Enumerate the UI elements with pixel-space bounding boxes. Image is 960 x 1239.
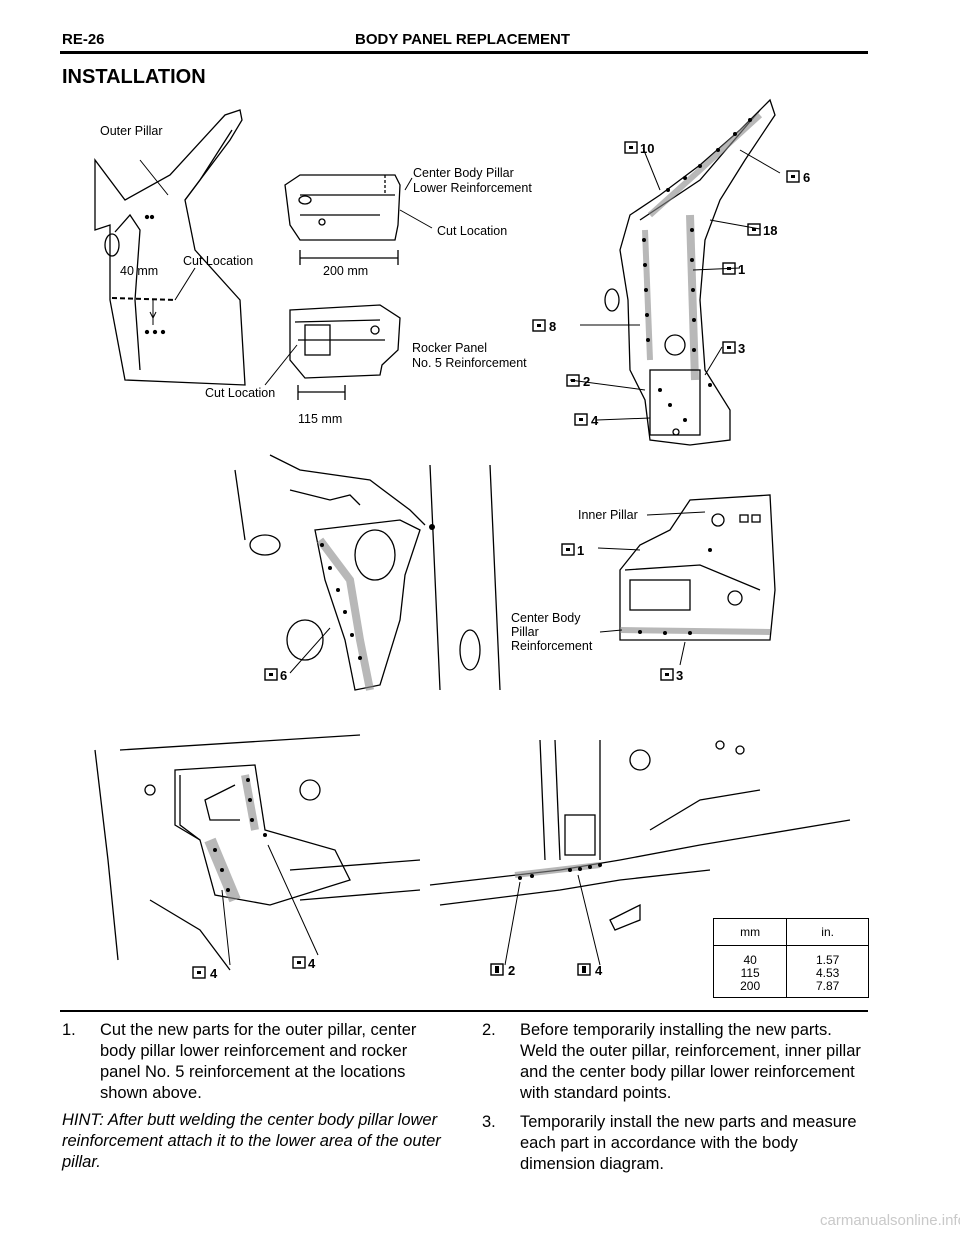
page-header-title: BODY PANEL REPLACEMENT (355, 31, 571, 48)
step-1-number: 1. (62, 1021, 76, 1039)
weld-code-group-right: 10 6 18 1 8 3 2 4 (532, 141, 810, 428)
table-header-in: in. (786, 918, 869, 946)
label-cbp-2: Pillar (511, 625, 539, 639)
unit-conversion-table: mm in. 40 115 200 1.57 4.53 7.87 (712, 918, 869, 998)
label-cut-location-b: Cut Location (437, 224, 507, 238)
label-dim-115: 115 mm (298, 412, 342, 426)
rocker-panel-reinforcement-drawing (264, 304, 401, 400)
label-cbp-3: Reinforcement (511, 639, 593, 653)
table-cell-mm-3: 200 (740, 979, 761, 993)
label-rocker-2: No. 5 Reinforcement (412, 356, 527, 370)
installation-figure: Outer Pillar Cut Location 40 mm Center B… (94, 98, 851, 981)
weld-code-2b: 2 (508, 963, 515, 978)
weld-code-6: 6 (803, 170, 810, 185)
rocker-installed-drawing-left (94, 734, 421, 971)
weld-code-18: 18 (763, 223, 777, 238)
weld-code-1b: 1 (577, 543, 584, 558)
weld-code-3b: 3 (676, 668, 683, 683)
step-2-number: 2. (482, 1021, 496, 1039)
label-dim-200: 200 mm (323, 264, 368, 278)
inner-pillar-reinforcement-drawing (597, 494, 776, 666)
label-center-reinf-2: Lower Reinforcement (413, 181, 532, 195)
weld-code-4a: 4 (210, 966, 218, 981)
weld-code-6b: 6 (280, 668, 287, 683)
weld-code-2: 2 (583, 374, 590, 389)
section-title: INSTALLATION (62, 66, 206, 88)
hint-text: HINT: After butt welding the center body… (62, 1111, 441, 1171)
step-3-text: Temporarily install the new parts and me… (520, 1113, 857, 1173)
label-cut-location-a: Cut Location (183, 254, 253, 268)
label-center-reinf-1: Center Body Pillar (413, 166, 514, 180)
pillar-weld-points-drawing (569, 98, 781, 446)
right-column: 2. Before temporarily installing the new… (482, 1020, 867, 1175)
table-mm-values: 40 115 200 (712, 945, 788, 998)
table-cell-in-1: 1.57 (815, 953, 840, 967)
weld-code-10: 10 (640, 141, 654, 156)
center-pillar-lower-reinforcement-drawing (284, 174, 433, 265)
table-cell-in-3: 7.87 (815, 979, 840, 993)
page-code: RE-26 (62, 31, 105, 48)
label-cut-location-c: Cut Location (205, 386, 275, 400)
step-3-number: 3. (482, 1113, 496, 1131)
label-outer-pillar: Outer Pillar (100, 124, 163, 138)
table-cell-in-2: 4.53 (815, 966, 840, 980)
step-2-text: Before temporarily installing the new pa… (520, 1021, 861, 1102)
weld-code-4b: 4 (308, 956, 316, 971)
step-1: 1. Cut the new parts for the outer pilla… (62, 1020, 447, 1104)
table-in-values: 1.57 4.53 7.87 (786, 945, 869, 998)
weld-code-1: 1 (738, 262, 745, 277)
outer-pillar-drawing (94, 109, 246, 386)
header-rule (60, 51, 868, 54)
left-column: 1. Cut the new parts for the outer pilla… (62, 1020, 447, 1173)
rocker-installed-drawing-right (429, 739, 851, 966)
step-2: 2. Before temporarily installing the new… (482, 1020, 867, 1104)
footer-watermark: carmanualsonline.info (820, 1212, 960, 1229)
table-header-mm: mm (712, 918, 788, 946)
label-dim-40: 40 mm (120, 264, 158, 278)
label-inner-pillar: Inner Pillar (578, 508, 638, 522)
weld-code-4: 4 (591, 413, 599, 428)
table-cell-mm-2: 115 (740, 966, 760, 980)
installed-pillar-drawing (234, 454, 501, 691)
table-cell-mm-1: 40 (743, 953, 757, 967)
weld-code-3: 3 (738, 341, 745, 356)
weld-code-8: 8 (549, 319, 556, 334)
label-rocker-1: Rocker Panel (412, 341, 487, 355)
weld-code-4c: 4 (595, 963, 603, 978)
body-rule (60, 1010, 868, 1012)
step-1-text: Cut the new parts for the outer pillar, … (100, 1021, 417, 1102)
step-3: 3. Temporarily install the new parts and… (482, 1112, 867, 1175)
label-cbp-1: Center Body (511, 611, 581, 625)
